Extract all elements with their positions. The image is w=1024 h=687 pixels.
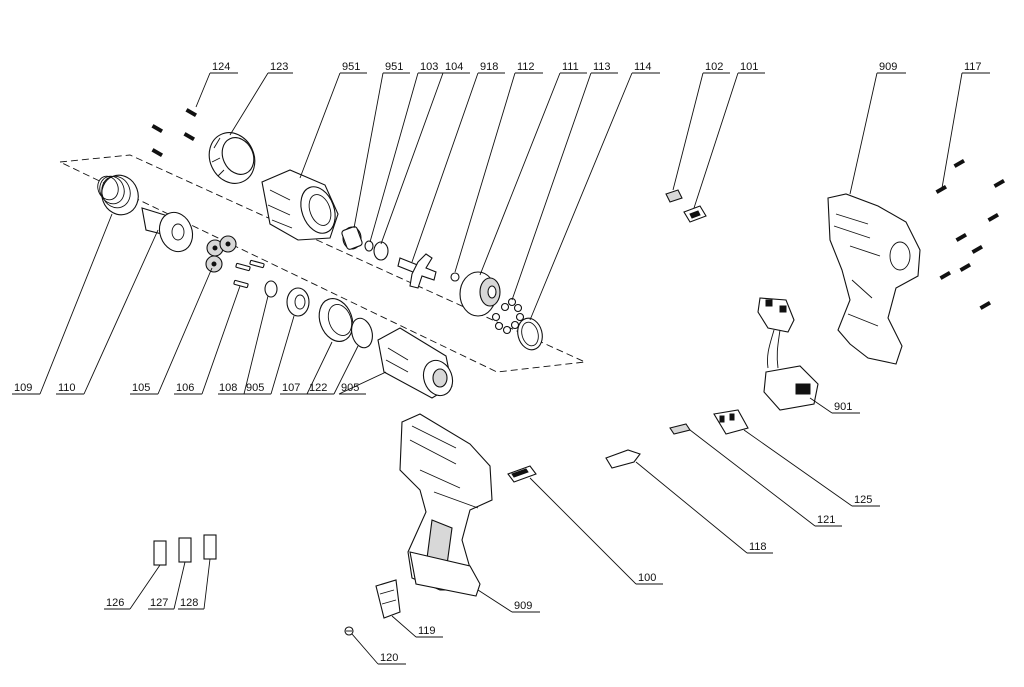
part-951-bushing (341, 226, 363, 250)
label-951b: 951 (385, 61, 403, 73)
part-108-washer (264, 280, 278, 298)
part-113-ball-ring (491, 297, 525, 335)
label-107: 107 (282, 382, 300, 394)
part-100-badge (507, 465, 537, 483)
callout-labels: 124 123 951 951 103 104 918 112 111 113 … (14, 61, 982, 664)
label-127: 127 (150, 597, 168, 609)
part-909-right-housing (827, 193, 921, 365)
label-103: 103 (420, 61, 438, 73)
label-126: 126 (106, 597, 124, 609)
label-909a: 909 (879, 61, 897, 73)
part-106-pins (233, 259, 265, 289)
label-918: 918 (480, 61, 498, 73)
label-114: 114 (634, 61, 652, 73)
gearbox-dashed-outline (59, 154, 587, 373)
label-909b: 909 (514, 600, 532, 612)
label-125: 125 (854, 494, 872, 506)
label-104: 104 (445, 61, 463, 73)
part-110-carrier (141, 207, 194, 253)
part-125-terminal-block (713, 409, 749, 435)
part-111-bearing (459, 271, 501, 317)
part-909-left-housing (399, 413, 493, 597)
part-123-clamp-ring (208, 132, 256, 184)
label-105: 105 (132, 382, 150, 394)
label-128: 128 (180, 597, 198, 609)
part-119-clip (375, 579, 401, 619)
label-117: 117 (964, 61, 982, 73)
label-905b: 905 (341, 382, 359, 394)
part-107-ring-gear (318, 298, 354, 342)
label-111: 111 (562, 61, 579, 73)
label-100: 100 (638, 572, 656, 584)
part-120-screw (344, 626, 354, 636)
label-951a: 951 (342, 61, 360, 73)
leader-lines (12, 72, 990, 665)
label-112: 112 (517, 61, 535, 73)
part-102-lever (665, 189, 683, 203)
part-905-ring-gear (286, 287, 310, 317)
label-124: 124 (212, 61, 230, 73)
label-106: 106 (176, 382, 194, 394)
part-905-gear-housing (377, 327, 454, 399)
part-918-spindle (397, 253, 437, 289)
part-118-cover (605, 449, 641, 469)
part-127-block (178, 537, 192, 563)
label-905a: 905 (246, 382, 264, 394)
part-112-ball (450, 272, 460, 282)
label-102: 102 (705, 61, 723, 73)
part-901-switch-module (757, 297, 819, 411)
part-114-washer (517, 317, 543, 351)
part-109-spring (97, 174, 139, 216)
label-119: 119 (418, 625, 436, 637)
label-110: 110 (58, 382, 76, 394)
label-101: 101 (740, 61, 758, 73)
part-105-planet-gears (205, 235, 237, 273)
part-103-ring (364, 240, 374, 252)
label-109: 109 (14, 382, 32, 394)
label-122: 122 (309, 382, 327, 394)
part-128-block (203, 534, 217, 560)
part-104-washer (373, 241, 389, 261)
part-101-switch-button (683, 205, 707, 223)
part-122-o-ring (351, 317, 373, 349)
label-113: 113 (593, 61, 611, 73)
part-121-tab (669, 423, 691, 435)
label-108: 108 (219, 382, 237, 394)
screw-group-124 (151, 108, 198, 158)
label-901: 901 (834, 401, 852, 413)
label-120: 120 (380, 652, 398, 664)
label-118: 118 (749, 541, 767, 553)
part-951-front-housing (261, 169, 339, 241)
label-123: 123 (270, 61, 288, 73)
screw-group-117 (935, 158, 1006, 310)
label-121: 121 (817, 514, 835, 526)
part-126-block (153, 540, 167, 566)
